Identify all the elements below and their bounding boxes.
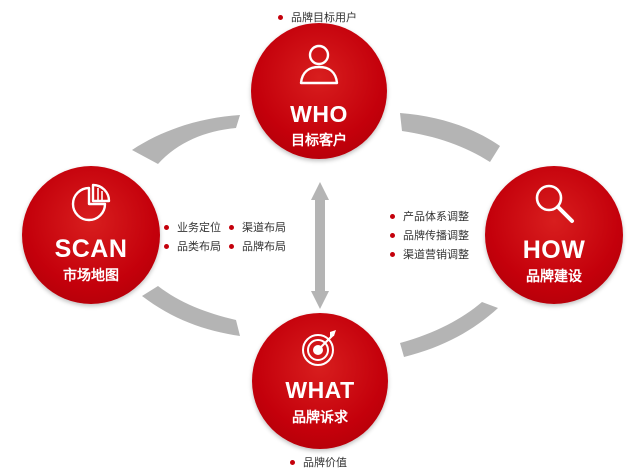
list-scan-col1: 业务定位 品类布局 [163, 218, 221, 256]
arrow-scan-to-who [132, 115, 240, 164]
node-who-title: WHO [290, 101, 348, 127]
node-how: HOW 品牌建设 [485, 166, 623, 304]
arrow-what-to-scan [142, 286, 240, 336]
arrow-vertical-who-what [311, 182, 329, 309]
node-what: WHAT 品牌诉求 [252, 313, 388, 449]
list-who-top: 品牌目标用户 [277, 8, 357, 27]
node-how-subtitle: 品牌建设 [526, 269, 582, 285]
list-item: 品牌布局 [228, 237, 286, 256]
list-item: 产品体系调整 [389, 207, 469, 226]
list-what-bottom: 品牌价值 [289, 453, 347, 472]
list-scan-col2: 渠道布局 品牌布局 [228, 218, 286, 256]
arrow-who-to-how [400, 113, 500, 162]
list-item: 业务定位 [163, 218, 221, 237]
node-scan-title: SCAN [54, 235, 128, 263]
node-what-title: WHAT [285, 377, 355, 403]
magnifier-icon [535, 184, 574, 223]
node-scan-subtitle: 市场地图 [63, 268, 119, 284]
list-item: 品类布局 [163, 237, 221, 256]
node-how-title: HOW [522, 236, 586, 264]
node-what-subtitle: 品牌诉求 [292, 410, 348, 426]
node-scan: SCAN 市场地图 [22, 166, 160, 304]
pie-chart-icon [71, 183, 111, 222]
person-icon [299, 44, 339, 85]
node-who: WHO 目标客户 [251, 23, 387, 159]
node-who-subtitle: 目标客户 [291, 133, 347, 149]
list-item: 渠道布局 [228, 218, 286, 237]
list-item: 品牌目标用户 [277, 8, 357, 27]
list-item: 品牌价值 [289, 453, 347, 472]
arrow-how-to-what [400, 302, 498, 357]
list-item: 渠道营销调整 [389, 245, 469, 264]
target-icon [302, 330, 336, 366]
list-item: 品牌传播调整 [389, 226, 469, 245]
list-how-left: 产品体系调整 品牌传播调整 渠道营销调整 [389, 207, 469, 264]
